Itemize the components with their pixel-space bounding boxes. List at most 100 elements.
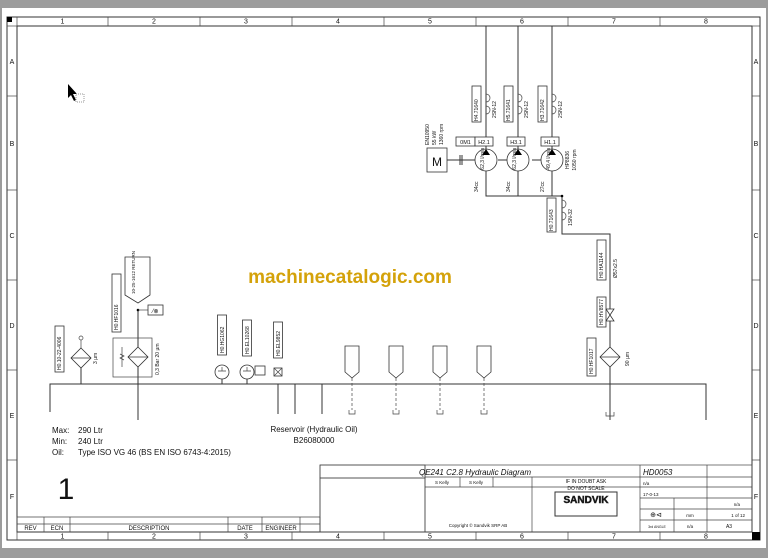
- corner-mark: [7, 17, 12, 22]
- return-filter-tag: H0.HF1016: [114, 304, 120, 330]
- pump-flow: 49,4 l/min: [546, 148, 552, 170]
- level-gauge-icon: [214, 364, 230, 380]
- weight: n/a: [734, 502, 741, 507]
- pump-unit-id: HP8836: [565, 151, 571, 169]
- pump-displacement: 27cc: [540, 181, 546, 192]
- column-label-bottom: 5: [428, 534, 432, 541]
- row-label-right: B: [754, 141, 759, 148]
- pump-direction-icon: [548, 149, 556, 155]
- pressure-switch-icon: ⁄⊗: [150, 309, 158, 315]
- watermark: machinecatalogic.com: [248, 267, 452, 288]
- revision-header: REV: [24, 526, 36, 532]
- column-label-bottom: 6: [520, 534, 524, 541]
- column-label-top: 5: [428, 19, 432, 26]
- row-label-right: C: [753, 233, 758, 240]
- pump-direction-icon: [514, 149, 522, 155]
- min-label: Min:: [52, 437, 67, 446]
- row-label-left: E: [10, 413, 15, 420]
- column-label-bottom: 7: [612, 534, 616, 541]
- mouse-cursor-icon: [68, 84, 77, 101]
- column-label-bottom: 3: [244, 534, 248, 541]
- suction-filter-tag: H0.HF1017: [589, 348, 595, 374]
- motor-symbol: M: [432, 155, 442, 169]
- hose-tag: H3.71642: [540, 99, 546, 121]
- checked-by: S Kelly: [469, 480, 484, 485]
- outer-frame: [6, 16, 761, 541]
- hose-icon: [485, 93, 491, 115]
- pump-tag: H2.1: [478, 140, 490, 146]
- suction-pipe: Ø57x2.5: [613, 259, 619, 278]
- revision-header: ENGINEER: [265, 526, 297, 532]
- port-label-tag: [432, 345, 448, 379]
- projection-symbol-icon: ⊕⊲: [650, 512, 662, 519]
- column-label-top: 8: [704, 19, 708, 26]
- motor-speed: 1360 rpm: [439, 124, 445, 145]
- row-label-left: A: [10, 59, 15, 66]
- column-label-bottom: 8: [704, 534, 708, 541]
- sheet-number: 1 of 12: [731, 513, 745, 518]
- row-label-left: B: [10, 141, 15, 148]
- hose-spec: 2SN-12: [492, 101, 498, 118]
- pump-tag: H3.1: [510, 140, 522, 146]
- row-label-right: E: [754, 413, 759, 420]
- pump-direction-icon: [482, 149, 490, 155]
- doubt-note: IF IN DOUBT ASK: [566, 479, 607, 485]
- pump-displacement: 34cc: [506, 181, 512, 192]
- max-value: 290 Ltr: [78, 426, 103, 435]
- instrument-tag: H0.EL10268: [245, 326, 251, 354]
- column-label-top: 3: [244, 19, 248, 26]
- pump-unit-speed: 1050 rpm: [572, 149, 578, 170]
- hose-icon: [517, 93, 523, 115]
- hose-spec: 2SN-12: [558, 101, 564, 118]
- scale: n/a: [687, 524, 694, 529]
- issue-date: 17-0-13: [643, 492, 659, 497]
- hose-tag: H4.71640: [474, 99, 480, 121]
- column-label-bottom: 2: [152, 534, 156, 541]
- column-label-top: 7: [612, 19, 616, 26]
- return-port: 10-25-1612 RETURN: [131, 251, 136, 294]
- suction-pipe-tag: H0.HA1144: [599, 252, 605, 278]
- copyright: Copyright © Sandvik SRP AB: [449, 522, 508, 528]
- row-label-left: C: [9, 233, 14, 240]
- reservoir-instruments: H0.HG1062 H0.EL10268 H0.EL9852: [214, 314, 283, 414]
- reservoir: [49, 383, 707, 420]
- pressure-lines: [485, 26, 553, 150]
- drawing-title: QE241 C2.8 Hydraulic Diagram: [419, 468, 531, 477]
- oil-label: Oil:: [52, 448, 64, 457]
- return-filter: ⁄⊗ 10-25-1612 RETURN H0.HF1016 0,3 Bar 2…: [111, 251, 164, 420]
- reservoir-notes: Max: 290 Ltr Min: 240 Ltr Oil: Type ISO …: [52, 425, 358, 457]
- selection-box-icon: [75, 93, 85, 103]
- level-switch-icon: [239, 364, 255, 380]
- column-label-top: 2: [152, 19, 156, 26]
- hose-icon: [551, 93, 557, 115]
- column-label-bottom: 1: [61, 534, 65, 541]
- row-label-right: F: [754, 494, 758, 501]
- row-label-right: A: [754, 59, 759, 66]
- suction-line: H0.71643 1SN-32 H0.HA1144 Ø57x2.5 H0.HV8…: [485, 171, 631, 420]
- breather-tag: H0.10-22-4006: [57, 336, 63, 370]
- breather-filter: H0.10-22-4006 3 µm: [54, 325, 99, 384]
- min-value: 240 Ltr: [78, 437, 103, 446]
- drawing-number: HD0053: [643, 468, 673, 477]
- revision-header: DESCRIPTION: [128, 526, 169, 532]
- return-filter-rating: 0,3 Bar 20 µm: [155, 343, 161, 375]
- row-label-right: D: [753, 323, 758, 330]
- port-label-tag: [476, 345, 492, 379]
- revision-header: DATE: [237, 526, 253, 532]
- row-label-left: D: [9, 323, 14, 330]
- column-label-bottom: 4: [336, 534, 340, 541]
- valve-tag: H0.HV8577: [599, 299, 605, 325]
- scale-note: DO NOT SCALE: [567, 486, 605, 492]
- material: n/a: [643, 481, 650, 486]
- instrument-tag: H0.EL9852: [276, 331, 282, 356]
- units: mm: [686, 513, 694, 518]
- instrument-tag: H0.HG1062: [220, 326, 226, 353]
- suction-hose-tag: H0.71643: [549, 209, 555, 231]
- pump-flow: 62,3 l/min: [480, 148, 486, 170]
- breather-rating: 3 µm: [93, 353, 99, 364]
